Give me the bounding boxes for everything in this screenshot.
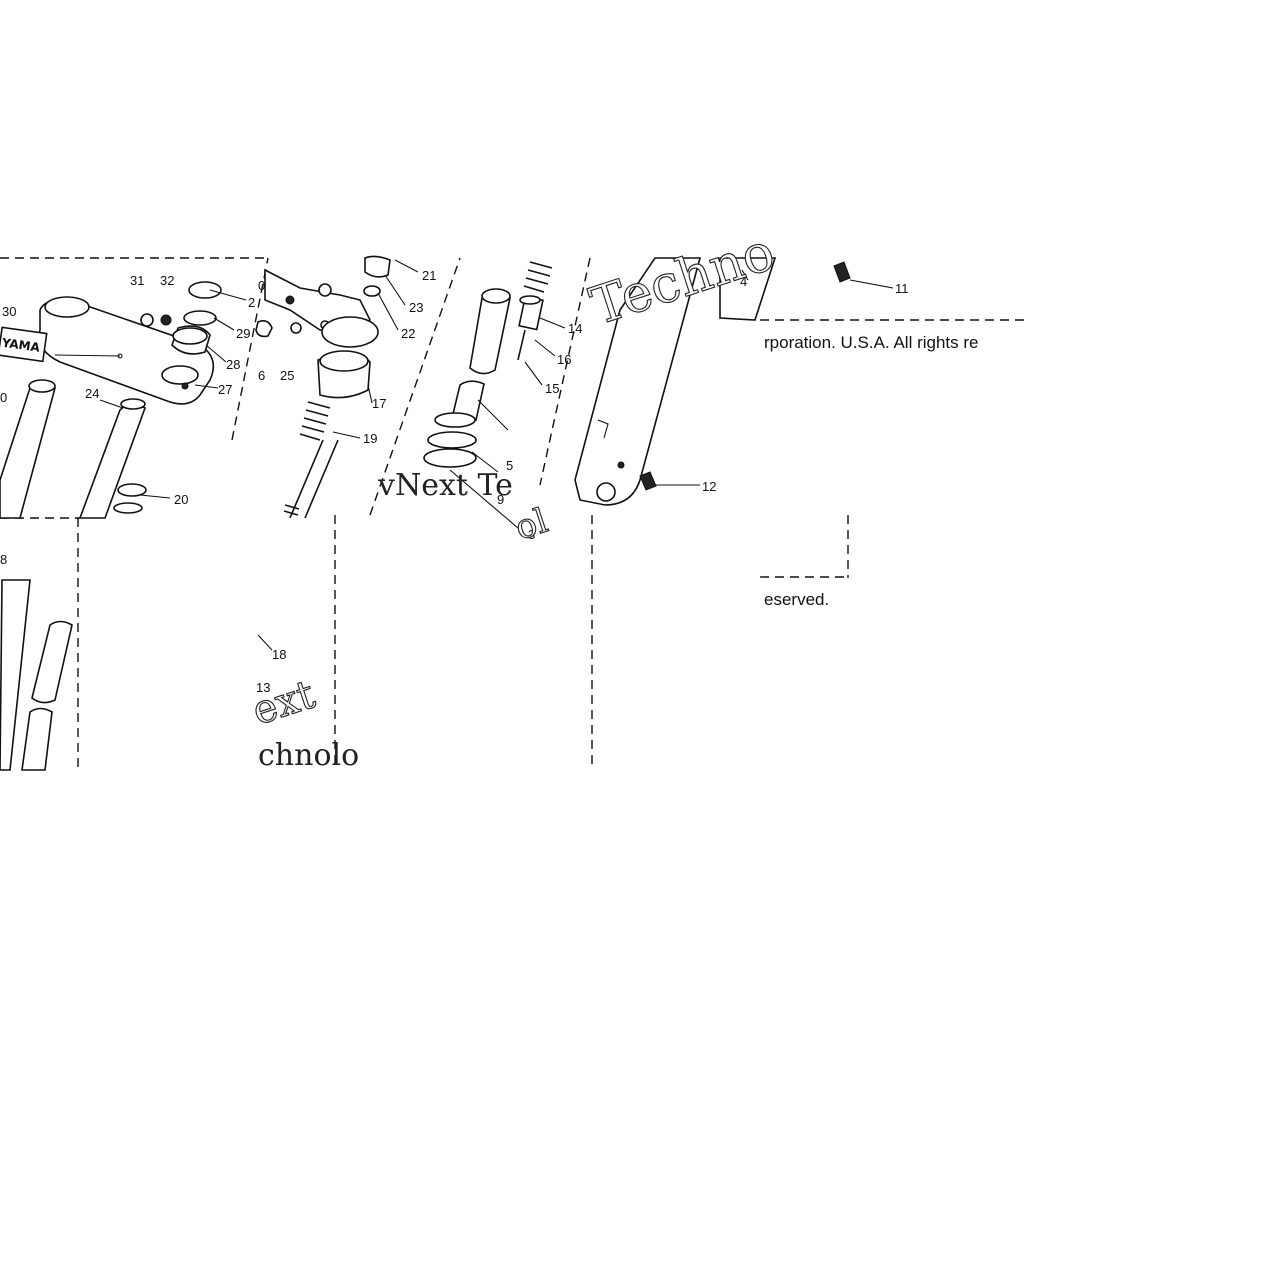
callout-28: 28 [226,357,240,372]
callout-numbers: 31 32 2 29 28 27 30 0 24 20 6 25 0 21 23… [0,268,909,695]
callout-12: 12 [702,479,716,494]
steering-crown [264,255,391,399]
callout-21: 21 [422,268,436,283]
dashed-frame [0,257,1030,770]
callout-3: 3 [528,527,535,542]
callout-16: 16 [557,352,571,367]
callout-14: 14 [568,321,582,336]
callout-23: 23 [409,300,423,315]
callout-30: 30 [2,304,16,319]
callout-5: 5 [506,458,513,473]
callout-24: 24 [85,386,99,401]
callout-29: 29 [236,326,250,341]
damper-rod [113,295,544,514]
callout-19: 19 [363,431,377,446]
callout-15: 15 [545,381,559,396]
callout-27: 27 [218,382,232,397]
watermark-frag-2: vNext Te [377,468,513,503]
callout-0b: 0 [258,278,265,293]
bracket-small-parts [140,281,302,355]
callout-17: 17 [372,396,386,411]
callout-6: 6 [258,368,265,383]
callout-11: 11 [895,281,909,296]
callout-31: 31 [130,273,144,288]
copyright-line-1: rporation. U.S.A. All rights re [764,333,978,352]
upper-bracket: YAMA [0,296,215,405]
callout-9: 9 [497,492,504,507]
callout-13: 13 [256,680,270,695]
fork-springs [283,261,553,516]
watermark-frag-5: ol [510,501,552,549]
callout-32: 32 [160,273,174,288]
callout-0a: 0 [0,390,7,405]
callout-8: 8 [0,552,7,567]
callout-4: 4 [740,274,747,289]
leader-lines [54,259,894,651]
callout-20: 20 [174,492,188,507]
watermark-frag-4: chnolo [258,738,359,773]
copyright-line-2: eserved. [764,590,829,609]
callout-25: 25 [280,368,294,383]
callout-18: 18 [272,647,286,662]
callout-2: 2 [248,295,255,310]
copyright-notice: rporation. U.S.A. All rights re eserved. [764,333,978,609]
fork-tubes [0,288,511,771]
callout-22: 22 [401,326,415,341]
svg-text:YAMA: YAMA [0,335,41,354]
outer-slider [574,257,851,506]
